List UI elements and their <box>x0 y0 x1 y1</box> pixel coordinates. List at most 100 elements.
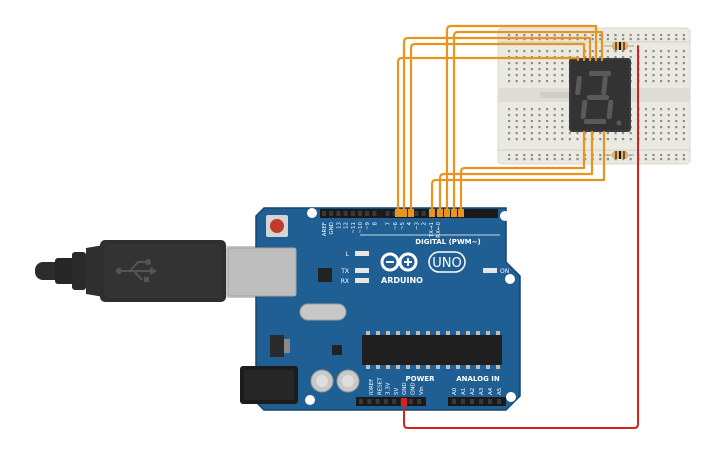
breadboard-hole <box>675 38 678 41</box>
breadboard-hole <box>644 80 647 83</box>
breadboard-hole <box>553 50 556 53</box>
digital-pin-label: 4 <box>407 222 413 226</box>
breadboard-hole <box>614 158 617 161</box>
power-pin-label: 3.3V <box>386 382 392 395</box>
power-pin-label: RESET <box>377 377 383 395</box>
breadboard-hole <box>515 62 518 65</box>
breadboard-hole <box>546 126 549 129</box>
breadboard-hole <box>515 80 518 83</box>
header-socket[interactable] <box>470 399 474 404</box>
breadboard-hole <box>682 56 685 59</box>
breadboard-hole <box>682 154 685 157</box>
breadboard-hole <box>667 120 670 123</box>
breadboard-hole <box>660 68 663 71</box>
led-tx-label: TX <box>340 268 349 275</box>
breadboard-hole <box>546 74 549 77</box>
header-socket[interactable] <box>417 399 422 404</box>
breadboard-hole <box>523 138 526 141</box>
breadboard-hole <box>584 34 587 37</box>
header-socket[interactable] <box>329 211 334 216</box>
breadboard-hole <box>508 108 511 111</box>
digital-pin-label: ~5 <box>400 222 406 231</box>
breadboard-hole <box>629 158 632 161</box>
wire-5v-red <box>403 45 639 429</box>
header-socket[interactable] <box>421 211 426 216</box>
breadboard-hole <box>553 154 556 157</box>
header-socket[interactable] <box>367 399 372 404</box>
breadboard-hole <box>644 34 647 37</box>
breadboard-hole <box>652 38 655 41</box>
header-socket[interactable] <box>414 211 419 216</box>
breadboard-hole <box>660 120 663 123</box>
breadboard-hole <box>682 50 685 53</box>
breadboard-hole <box>538 80 541 83</box>
analog-header[interactable] <box>448 397 506 406</box>
breadboard-hole <box>561 138 564 141</box>
chip-pin <box>496 365 500 369</box>
breadboard-hole <box>591 38 594 41</box>
breadboard-hole <box>538 34 541 37</box>
breadboard-hole <box>515 138 518 141</box>
header-socket[interactable] <box>375 399 380 404</box>
breadboard-hole <box>606 38 609 41</box>
wires[interactable] <box>396 24 639 429</box>
breadboard-hole <box>675 154 678 157</box>
breadboard-hole <box>675 68 678 71</box>
resistor-bottom[interactable] <box>604 151 634 159</box>
breadboard-hole <box>652 154 655 157</box>
breadboard-hole <box>675 138 678 141</box>
header-socket[interactable] <box>358 211 362 216</box>
breadboard-hole <box>523 50 526 53</box>
header-socket[interactable] <box>336 211 341 216</box>
breadboard-hole <box>561 120 564 123</box>
breadboard-hole <box>530 74 533 77</box>
header-socket[interactable] <box>385 211 390 216</box>
breadboard-hole <box>652 74 655 77</box>
header-socket[interactable] <box>365 211 370 216</box>
header-socket[interactable] <box>497 399 501 404</box>
header-socket[interactable] <box>322 211 326 216</box>
breadboard-hole <box>561 62 564 65</box>
power-jack[interactable] <box>240 366 298 404</box>
breadboard-hole <box>523 158 526 161</box>
header-socket[interactable] <box>372 211 377 216</box>
breadboard-hole <box>682 68 685 71</box>
breadboard-hole <box>660 62 663 65</box>
resistor-top[interactable] <box>604 42 634 50</box>
wire-pin7 <box>430 130 606 214</box>
header-socket[interactable] <box>488 399 492 404</box>
header-socket[interactable] <box>479 399 483 404</box>
header-socket[interactable] <box>392 211 397 216</box>
header-socket[interactable] <box>392 399 397 404</box>
breadboard-hole <box>538 108 541 111</box>
header-socket[interactable] <box>350 211 355 216</box>
chip-pin <box>376 365 380 369</box>
header-socket[interactable] <box>408 399 413 404</box>
power-pin-label: IOREF <box>369 379 375 395</box>
reset-button[interactable] <box>266 215 288 237</box>
chip-pin <box>496 331 500 335</box>
header-socket[interactable] <box>359 399 363 404</box>
power-pin-label: GND <box>411 382 417 395</box>
breadboard-hole <box>538 126 541 129</box>
header-socket[interactable] <box>452 399 456 404</box>
voltage-regulator <box>270 335 284 357</box>
breadboard-hole <box>515 108 518 111</box>
header-socket[interactable] <box>343 211 348 216</box>
breadboard-hole <box>622 132 625 135</box>
power-pin-label: 5V <box>394 388 400 395</box>
status-leds: L TX RX ON <box>340 251 509 285</box>
arduino-board[interactable]: L TX RX ON ARDUINO UNO DIGITAL (PWM~) AR… <box>227 207 521 411</box>
power-header[interactable] <box>356 397 426 406</box>
chip-pin <box>416 365 420 369</box>
breadboard-hole <box>660 108 663 111</box>
chip-pin <box>406 331 410 335</box>
breadboard-hole <box>561 132 564 135</box>
header-socket[interactable] <box>461 399 465 404</box>
analog-pin-label: A4 <box>488 387 494 395</box>
header-socket[interactable] <box>383 399 388 404</box>
seven-segment-display[interactable]: 8 <box>569 58 631 132</box>
digital-pin-label: ~9 <box>365 222 371 231</box>
